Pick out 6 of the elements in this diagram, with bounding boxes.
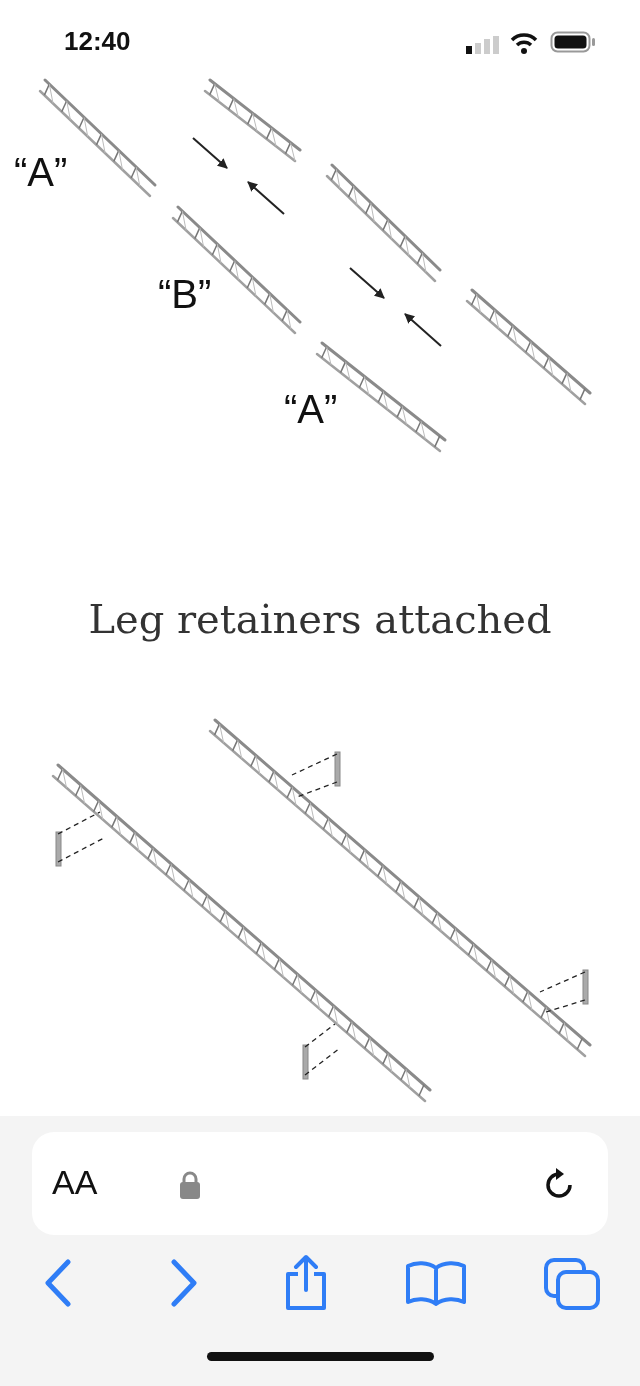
part-label: “A”: [284, 387, 338, 432]
text-size-control: AA: [52, 1163, 98, 1202]
status-time: 12:40: [64, 26, 131, 57]
part-label: “A”: [14, 150, 68, 195]
section-heading: Leg retainers attached: [87, 596, 553, 642]
part-label: “B”: [158, 272, 212, 317]
